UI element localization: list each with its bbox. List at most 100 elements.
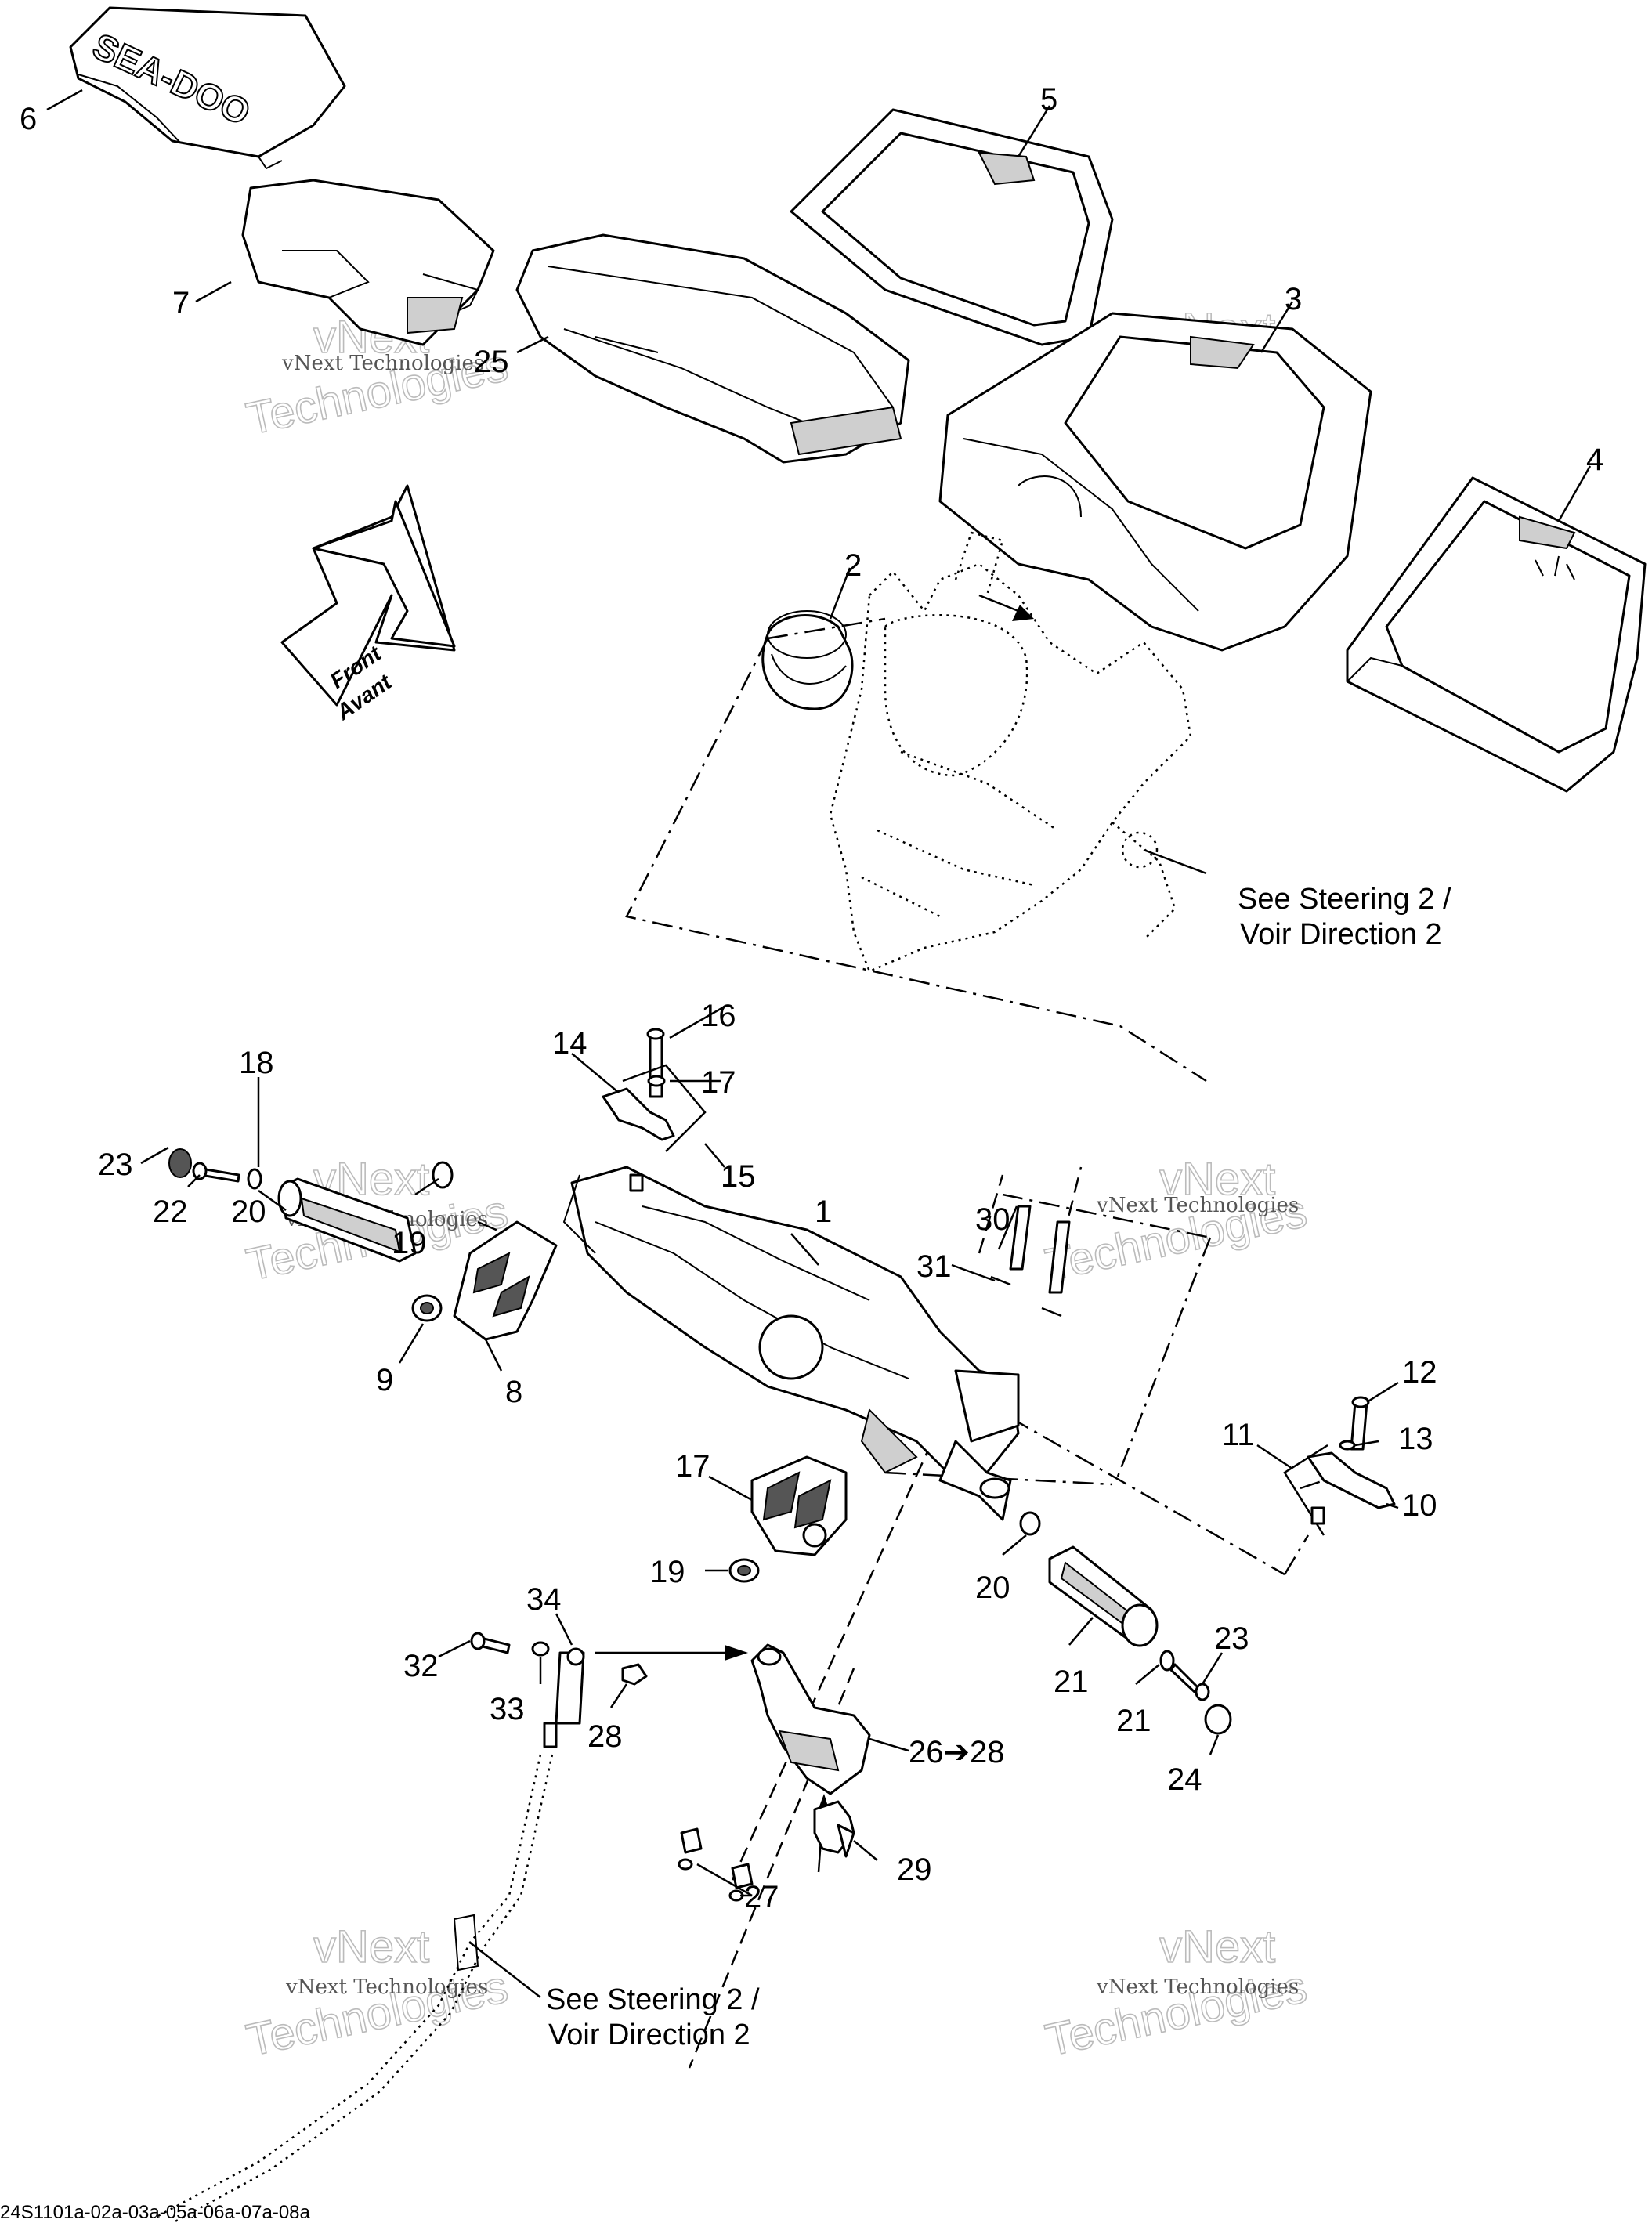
callout-20-right: 20 [975,1571,1010,1605]
part-3-main-console [938,312,1372,652]
callout-33: 33 [490,1692,525,1726]
part-28-nut [621,1663,648,1686]
ghost-steering-housing [829,531,1192,973]
part-15-bracket-outline [622,1064,707,1192]
callout-15: 15 [721,1159,756,1194]
part-33-washer [531,1641,550,1657]
callout-24-left: 23 [98,1148,133,1182]
callout-labels: 6 7 25 5 3 4 2 16 17 14 15 1 30 31 18 23… [20,82,1603,1914]
part-32-bolt [470,1632,511,1654]
callout-1: 1 [815,1195,832,1229]
part-18-right-cover [750,1455,848,1556]
callout-11: 11 [1222,1418,1255,1452]
note-upper: See Steering 2 / Voir Direction 2 [1238,883,1451,951]
callout-23-right: 23 [1214,1621,1249,1656]
footer-drawing-code: 24S1101a-02a-03a-05a-06a-07a-08a [0,2202,311,2223]
watermark-caption: vNext Technologies [281,352,484,375]
part-30-pins [1009,1205,1071,1294]
callout-22-right: 21 [1116,1704,1151,1738]
cable-arrow [595,1645,748,1661]
part-8-left-cover [453,1220,558,1341]
part-14-lever [602,1087,675,1141]
part-23-left-bolt [192,1162,240,1183]
part-34-cable-end [543,1647,585,1748]
front-direction-arrow: Front Avant [280,484,456,725]
watermark-vnext: vNext [313,1921,429,1972]
ghost-dash-arrow [978,594,1034,621]
note-lower-line1: See Steering 2 / [546,1983,760,2016]
callout-6: 6 [20,102,37,136]
part-7-upper-cover [241,179,495,346]
part-9-washer [411,1294,443,1322]
part-6-logo-cover: SEA-DOO [69,6,346,170]
callout-27: 27 [744,1880,779,1914]
part-24-left-cap [168,1148,192,1178]
callout-16: 16 [701,999,736,1033]
callout-5: 5 [1040,82,1057,117]
callout-21-right: 21 [1054,1665,1089,1699]
part-20-right-washer [1019,1511,1041,1536]
callout-26-28: 26➔28 [909,1735,1005,1769]
part-29-plate [813,1800,855,1858]
watermark-bottom-right: vNext Technologies vNext Technologies [1040,1921,1311,2066]
part-27-clips [678,1827,754,1902]
callout-8: 8 [505,1375,522,1409]
callout-12: 12 [1402,1355,1437,1390]
watermark-vnext: vNext [1159,1921,1275,1972]
callout-34: 34 [526,1582,562,1617]
part-20-left-washer [432,1161,454,1189]
part-25-console-frame [515,233,910,464]
callout-2: 2 [844,548,862,583]
callout-3: 3 [1285,282,1302,316]
callout-31: 31 [916,1249,952,1284]
callout-7: 7 [172,286,190,320]
callout-13: 13 [1398,1422,1433,1456]
part-21-right-grip [1048,1545,1159,1647]
callout-20-left: 19 [392,1226,427,1260]
callout-9: 9 [376,1363,393,1397]
note-upper-line1: See Steering 2 / [1238,883,1451,916]
part-21-left-grip [277,1177,417,1263]
part-2-ring [761,610,854,710]
callout-28: 28 [587,1719,623,1754]
callout-21-left: 20 [231,1195,266,1229]
part-22-right-washer [1159,1650,1175,1672]
callout-18: 17 [675,1449,710,1484]
callout-29: 29 [897,1852,932,1887]
watermark-caption: vNext Technologies [285,1975,488,1999]
part-10-lever [1307,1451,1396,1509]
callout-25: 25 [474,345,509,379]
part-26-mount [750,1643,871,1795]
note-lower-line2: Voir Direction 2 [548,2019,750,2051]
callout-32: 32 [403,1649,439,1683]
part-22-left-washer [247,1168,262,1190]
callout-17: 17 [701,1065,736,1100]
part-5-rubber-frame [790,108,1114,346]
part-1-steering-stem [562,1166,1020,1521]
part-19-washer [728,1558,760,1583]
part-12-bolt [1350,1396,1370,1451]
note-upper-line2: Voir Direction 2 [1240,918,1442,951]
watermark-mid-right: vNext Technologies vNext Technologies [1040,1153,1311,1291]
watermark-vnext: vNext [1159,1154,1275,1205]
alignment-lines [477,617,1325,2069]
part-31-clips [990,1275,1062,1318]
watermark-caption: vNext Technologies [1096,1194,1299,1217]
callout-22-left: 18 [239,1046,274,1080]
leader-lines [46,89,1592,1998]
callout-14: 14 [552,1026,587,1061]
cable-ghost [156,1754,554,2223]
callout-10: 10 [1402,1488,1437,1523]
part-4-gauge-frame [1346,476,1647,793]
callout-4: 4 [1586,443,1603,477]
part-11-bracket-outline [1283,1444,1328,1536]
part-13-washer [1339,1440,1356,1451]
part-24-right-cap [1204,1704,1232,1735]
callout-24-right: 24 [1167,1762,1202,1797]
callout-23-left: 22 [153,1195,188,1229]
callout-30: 30 [975,1202,1010,1237]
watermark-caption: vNext Technologies [1096,1975,1299,1999]
callout-19: 19 [650,1555,685,1589]
note-lower: See Steering 2 / Voir Direction 2 [546,1983,760,2051]
